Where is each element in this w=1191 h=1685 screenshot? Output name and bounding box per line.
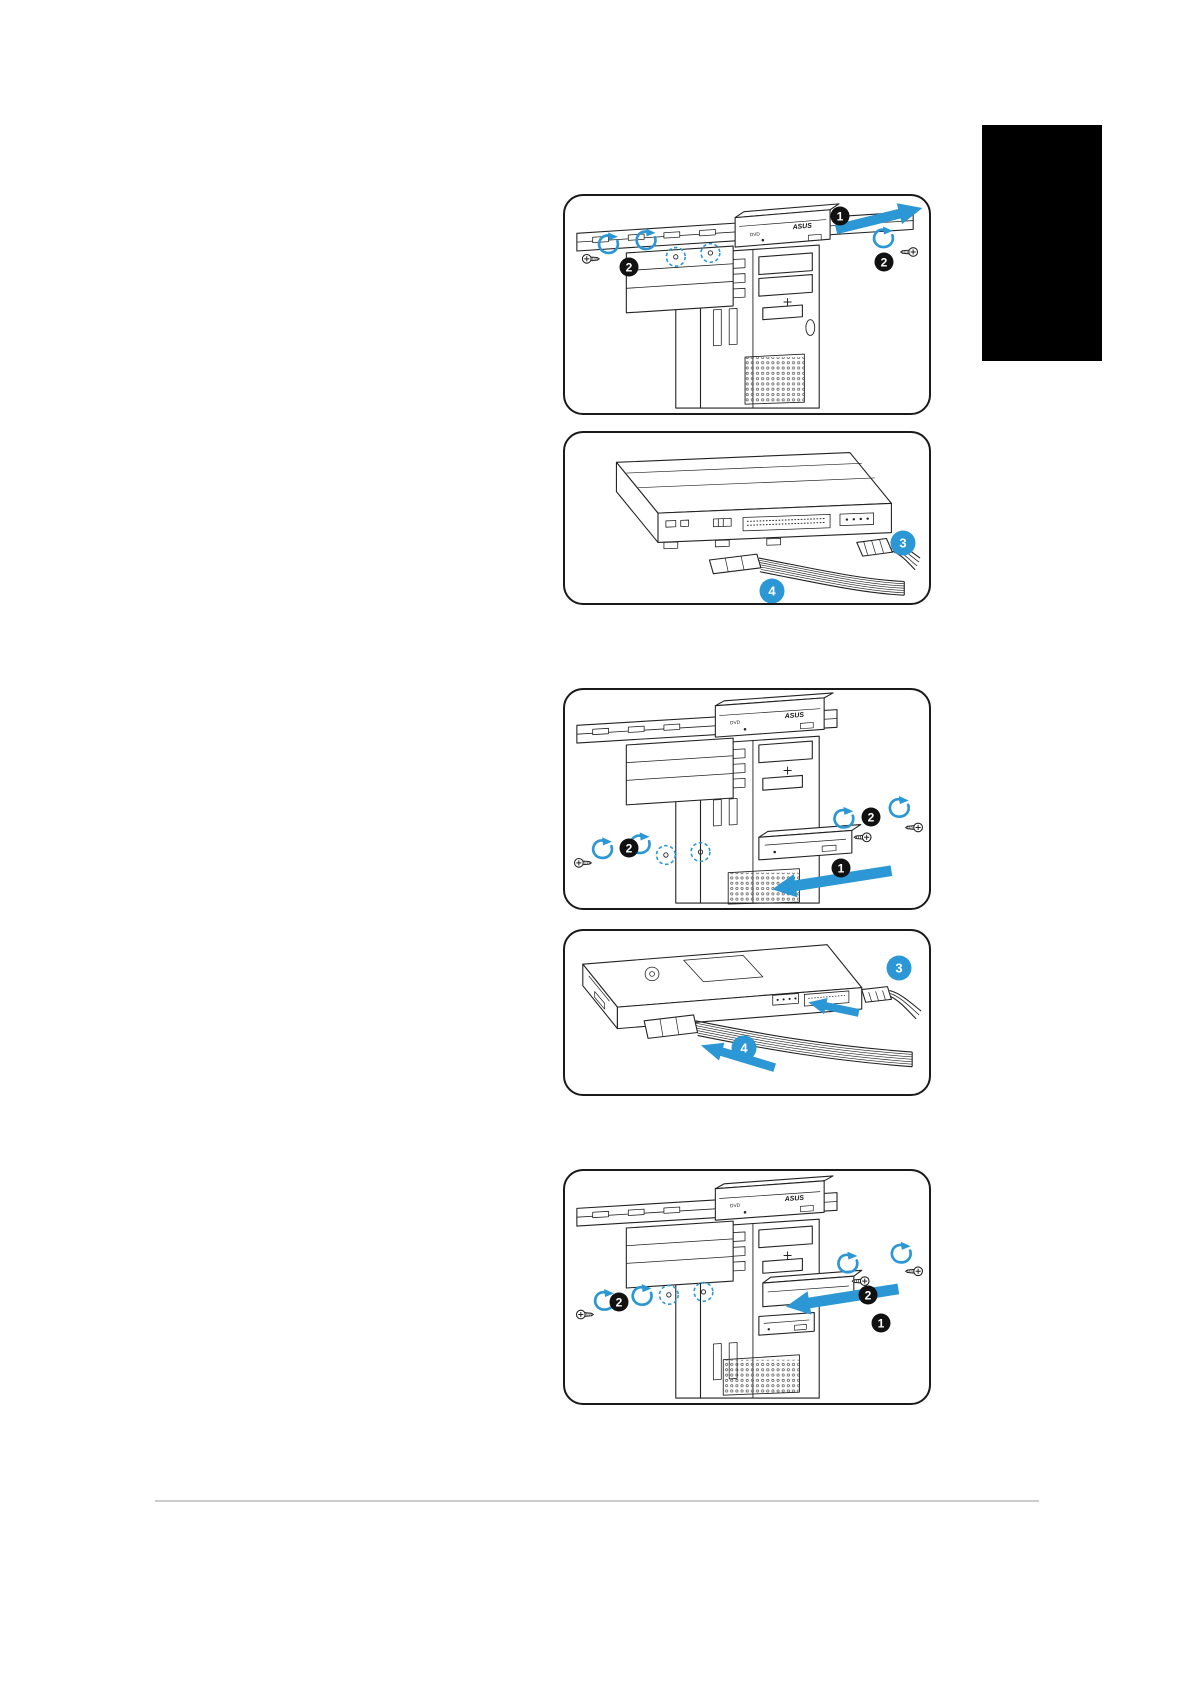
step-callout: 2 [874, 252, 894, 272]
optical-drive: ASUS DVD [734, 203, 840, 248]
connect-direction-arrow [808, 997, 860, 1017]
footer-divider [155, 1500, 1039, 1502]
optical-drive: ASUS DVD [714, 692, 834, 738]
floppy-ribbon-cable [643, 1014, 913, 1068]
screw [853, 832, 872, 843]
screw [581, 253, 600, 264]
rear-connectors [665, 512, 875, 532]
drive-dvd-label: DVD [750, 231, 761, 238]
step-callout: 3 [890, 530, 916, 556]
figure-floppy-drive-cables: 3 4 [563, 929, 931, 1096]
optical-cables-illustration [615, 452, 921, 596]
power-cable [861, 986, 922, 1020]
screw [575, 1309, 594, 1320]
floppy-drive [758, 823, 862, 861]
step-callout: 1 [831, 858, 851, 878]
drive-cage [625, 737, 734, 806]
figure-optical-drive-install: ASUS DVD 1 2 2 [563, 194, 931, 415]
vent-holes [723, 1359, 800, 1394]
step-callout: 4 [731, 1035, 757, 1061]
figure-floppy-drive-install: ASUS DVD [563, 688, 931, 910]
step-callout: 3 [886, 955, 912, 981]
floppy-cables-illustration [582, 944, 922, 1072]
screw [905, 1266, 924, 1277]
figure-bay-drive-install: ASUS DVD [563, 1169, 931, 1405]
drive-brand-label: ASUS [784, 712, 805, 720]
drive-dvd-label: DVD [730, 720, 741, 727]
vent-holes [745, 357, 805, 404]
step-callout: 1 [830, 206, 850, 226]
figure-optical-drive-cables: 3 4 [563, 431, 931, 605]
screw-rotation-arrow [833, 805, 855, 829]
ide-ribbon-cable [708, 553, 905, 596]
step-callout: 2 [861, 807, 881, 827]
step-callout: 2 [619, 257, 639, 277]
optical-drive: ASUS DVD [714, 1175, 834, 1221]
drive-brand-label: ASUS [791, 223, 812, 232]
floppy-install-illustration: ASUS DVD [573, 692, 924, 905]
screw-rotation-arrow [890, 1240, 913, 1264]
step-callout: 2 [609, 1292, 629, 1312]
floppy-drive-rear [582, 944, 863, 1030]
screw-rotation-arrow [888, 794, 911, 819]
optical-install-illustration: ASUS DVD [576, 203, 923, 409]
step-callout: 4 [759, 578, 785, 603]
screw-rotation-arrow [591, 835, 614, 860]
floppy-drive [758, 1312, 815, 1336]
chapter-side-tab [982, 125, 1102, 361]
screw-rotation-arrow [837, 1250, 859, 1274]
screw [573, 857, 592, 868]
screw [905, 822, 924, 833]
drive-dvd-label: DVD [730, 1203, 741, 1210]
drive-brand-label: ASUS [784, 1195, 805, 1203]
step-callout: 1 [871, 1313, 891, 1333]
step-callout: 2 [858, 1285, 878, 1305]
bay-drive-install-illustration: ASUS DVD [575, 1175, 924, 1399]
drive-cage [625, 245, 734, 314]
drive-cage [625, 1220, 734, 1289]
insert-direction-arrow [772, 865, 893, 898]
insert-direction-arrow [834, 203, 923, 235]
screw-hole-markers [665, 242, 721, 267]
step-callout: 2 [619, 838, 639, 858]
screw [851, 1276, 870, 1286]
screw [900, 247, 919, 257]
optical-drive-rear [615, 452, 892, 550]
